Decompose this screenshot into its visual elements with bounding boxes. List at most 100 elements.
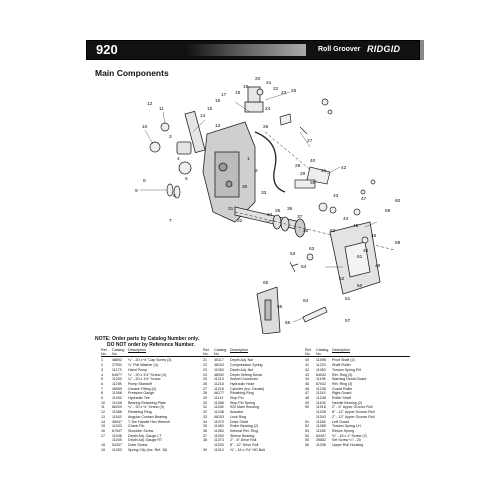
part-description: Pivot Shaft (2) xyxy=(332,358,355,363)
order-note-line-2: DO NOT order by Reference Number. xyxy=(107,342,195,348)
part-ref-number: 3 xyxy=(101,367,103,372)
part-description: Hydraulic Hose xyxy=(230,381,255,386)
part-description: Sleeve Bearing xyxy=(230,433,255,438)
callout-number: 41 xyxy=(321,168,327,174)
part-catalog-number: 64577 xyxy=(112,372,122,377)
part-catalog-number: 11053 xyxy=(214,367,224,372)
part-ref-number: 49 xyxy=(305,400,309,405)
part-description: Compression Spring xyxy=(230,363,263,368)
catalog-header: Catalog No. xyxy=(316,348,329,357)
part-catalog-number: 48103 xyxy=(214,363,224,368)
callout-number: 39 xyxy=(310,180,316,186)
part-description: Cylinder (Inc. Decals) xyxy=(230,386,265,391)
part-ref-number: 48 xyxy=(305,396,309,401)
part-description: Torsion Spring LH xyxy=(332,424,361,429)
callout-number: 13 xyxy=(215,123,221,129)
callout-number: 15 xyxy=(207,106,213,112)
callout-number: 43 xyxy=(333,193,339,199)
callout-number: 31 xyxy=(228,206,234,212)
part-ref-number: 56 xyxy=(305,443,309,448)
callout-number: 56 xyxy=(285,320,291,326)
callout-number: 29 xyxy=(300,171,306,177)
part-catalog-number: 11063 xyxy=(214,428,224,433)
callout-number: 44 xyxy=(343,216,349,222)
part-description: ¼" - 20 x ½" Cap Screw (3) xyxy=(128,358,172,363)
part-catalog-number: 11198 xyxy=(316,377,326,382)
part-catalog-number: 11093 xyxy=(214,433,224,438)
callout-number: 6 xyxy=(173,193,176,199)
ref-header: Ref. No. xyxy=(203,348,210,357)
callout-number: 27 xyxy=(307,138,313,144)
callout-number: 16 xyxy=(215,98,221,104)
callout-number: 55 xyxy=(277,304,283,310)
part-ref-number: 6 xyxy=(101,381,103,386)
part-ref-number: 37 xyxy=(203,433,207,438)
part-description: Pump Standoff xyxy=(128,381,152,386)
part-catalog-number: 11058 xyxy=(316,424,326,429)
part-catalog-number: 67547 xyxy=(112,428,122,433)
callout-number: 7 xyxy=(169,218,172,224)
parts-column-header: Ref. No.Catalog No.Description xyxy=(305,348,410,358)
part-description: Left Guard xyxy=(332,419,349,424)
part-ref-number: 43 xyxy=(305,372,309,377)
part-catalog-number: 11113 xyxy=(214,396,224,401)
part-ref-number: 24 xyxy=(203,372,207,377)
part-ref-number: 22 xyxy=(203,363,207,368)
ref-header: Ref. No. xyxy=(101,348,108,357)
part-ref-number: 8 xyxy=(101,391,103,396)
part-catalog-number: 11223 xyxy=(316,363,326,368)
part-catalog-number: 11043 xyxy=(316,414,326,419)
part-catalog-number: 11048 xyxy=(112,400,122,405)
part-ref-number: 46 xyxy=(305,386,309,391)
callout-number: 19 xyxy=(243,84,249,90)
part-description: Retaining Ring xyxy=(230,391,254,396)
part-ref-number: 39 xyxy=(203,447,207,452)
callout-number: 1 xyxy=(247,156,250,162)
callout-number: 62 xyxy=(330,228,336,234)
callout-number: 48 xyxy=(363,248,369,254)
callout-number: 58 xyxy=(395,240,401,246)
exploded-parts-diagram: 11 12 10 9 8 7 6 14 15 16 17 18 19 20 21… xyxy=(135,76,401,334)
callout-number: 64 xyxy=(303,298,309,304)
part-description: 2" - 6" Drive Roll xyxy=(230,438,257,443)
callout-number: 37 xyxy=(297,214,303,220)
part-catalog-number: 48069 xyxy=(112,386,122,391)
guard-illustration xyxy=(329,221,381,295)
part-catalog-number: 66209 xyxy=(112,405,122,410)
part-catalog-number: 40117 xyxy=(214,358,224,363)
callout-number: 45 xyxy=(353,223,359,229)
part-ref-number: 5 xyxy=(101,377,103,382)
part-ref-number: 30 xyxy=(203,400,207,405)
part-ref-number: 26 xyxy=(203,381,207,386)
part-catalog-number: 11073 xyxy=(214,419,224,424)
part-catalog-number: 11018 xyxy=(316,405,326,410)
part-description: Bearing Retaining Plate xyxy=(128,400,166,405)
part-catalog-number: 11098 xyxy=(316,358,326,363)
part-catalog-number: 11158 xyxy=(316,428,326,433)
part-catalog-number: 11143 xyxy=(316,391,326,396)
part-description: Depth Adj. Nut xyxy=(230,358,254,363)
part-catalog-number: 11030 xyxy=(112,396,122,401)
part-catalog-number: 48692 xyxy=(112,358,122,363)
part-description: Retaining Ring xyxy=(128,410,152,415)
part-catalog-number: 11248 xyxy=(214,410,224,415)
parts-row: 37 11093 Sleeve Bearing xyxy=(203,434,308,439)
part-description: Swivel Connector xyxy=(230,377,258,382)
